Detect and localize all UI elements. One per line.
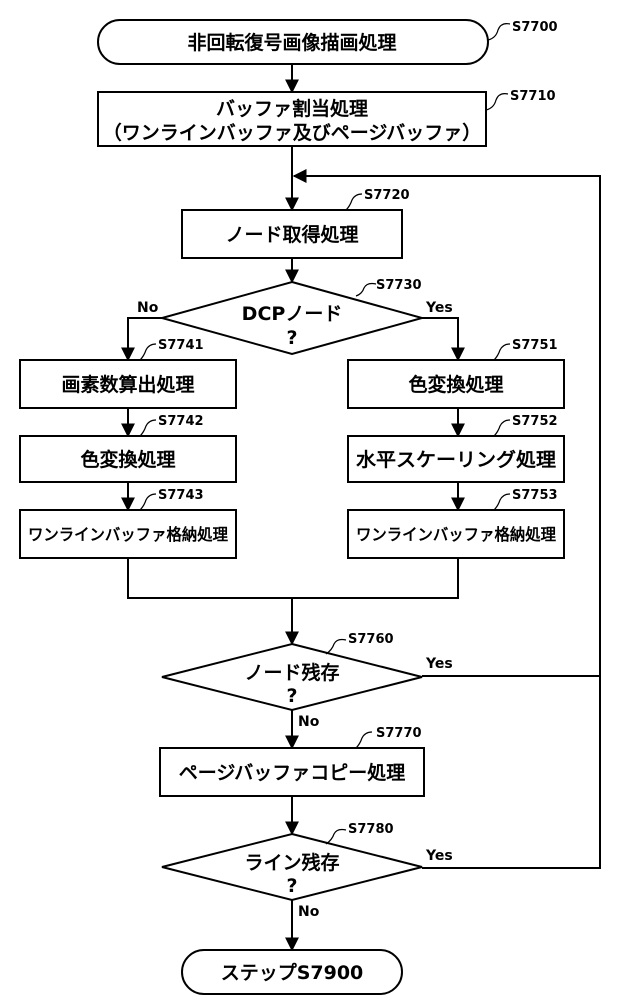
tag-7700-leader <box>488 24 510 40</box>
tag-7751: S7751 <box>512 338 558 353</box>
node-7730-line1: DCPノード <box>242 303 343 325</box>
node-7710-line2: （ワンラインバッファ及びページバッファ） <box>103 121 481 144</box>
node-7780-line2: ? <box>286 875 297 897</box>
tag-7751-leader <box>494 344 510 360</box>
tag-7730-leader <box>356 284 376 297</box>
tag-7710-leader <box>486 94 508 110</box>
tag-7770: S7770 <box>376 726 422 741</box>
node-7730-yes: Yes <box>425 300 453 316</box>
tag-7742: S7742 <box>158 414 204 429</box>
tag-7741-leader <box>140 344 156 360</box>
node-7760-line1: ノード残存 <box>244 661 339 684</box>
tag-7743-leader <box>140 494 156 510</box>
edge-merge <box>128 558 458 598</box>
tag-7710: S7710 <box>510 89 556 104</box>
node-7753-label: ワンラインバッファ格納処理 <box>356 525 556 544</box>
node-7780-no: No <box>298 904 320 920</box>
node-7730-no: No <box>137 300 159 316</box>
tag-7752: S7752 <box>512 414 558 429</box>
tag-7741: S7741 <box>158 338 204 353</box>
tag-7742-leader <box>140 420 156 436</box>
node-7710-line1: バッファ割当処理 <box>216 97 368 120</box>
tag-7743: S7743 <box>158 488 204 503</box>
tag-7753: S7753 <box>512 488 558 503</box>
edge-7730-yes <box>422 318 458 360</box>
node-7751-label: 色変換処理 <box>408 373 503 396</box>
tag-7720-leader <box>346 194 362 210</box>
node-7760-line2: ? <box>286 685 297 707</box>
tag-7752-leader <box>494 420 510 436</box>
tag-7753-leader <box>494 494 510 510</box>
tag-7730: S7730 <box>376 278 422 293</box>
node-7760-yes: Yes <box>425 656 453 672</box>
node-7780-line1: ライン残存 <box>244 851 339 874</box>
node-7720-label: ノード取得処理 <box>225 223 358 246</box>
node-7780-yes: Yes <box>425 848 453 864</box>
node-7770-label: ページバッファコピー処理 <box>179 761 405 784</box>
node-7742-label: 色変換処理 <box>80 448 175 471</box>
tag-7770-leader <box>356 732 372 748</box>
node-7730-line2: ? <box>286 327 297 349</box>
tag-7780-leader <box>326 830 346 845</box>
tag-7760: S7760 <box>348 632 394 647</box>
tag-7780: S7780 <box>348 822 394 837</box>
node-7752-label: 水平スケーリング処理 <box>356 448 556 471</box>
node-7900-label: ステップS7900 <box>221 961 364 984</box>
tag-7700: S7700 <box>512 20 558 35</box>
node-7741-label: 画素数算出処理 <box>61 373 194 396</box>
tag-7760-leader <box>326 640 346 655</box>
node-7743-label: ワンラインバッファ格納処理 <box>28 525 228 544</box>
node-7700-label: 非回転復号画像描画処理 <box>187 31 396 54</box>
tag-7720: S7720 <box>364 188 410 203</box>
node-7760-no: No <box>298 714 320 730</box>
